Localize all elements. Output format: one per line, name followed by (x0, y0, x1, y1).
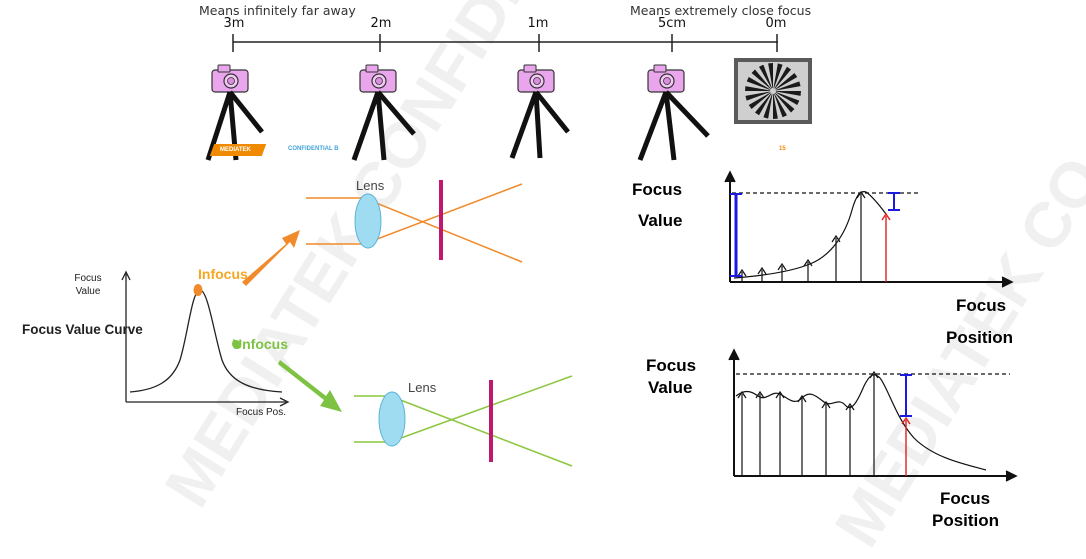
graph-top-x-label-1: Focus (956, 296, 1007, 315)
lens-label-top: Lens (356, 178, 385, 193)
tick-label-3m: 3m (223, 16, 245, 31)
star-ray (773, 91, 787, 118)
orange-arrow (242, 230, 300, 286)
star-ray (773, 63, 783, 91)
graph-bottom-x-label-2: Position (932, 511, 1000, 530)
tick-label-1m: 1m (527, 16, 549, 31)
mediatek-logo: MEDIATEK (209, 144, 267, 156)
sample-arrows (737, 190, 866, 282)
focus-value-curve-title: Focus Value Curve (22, 322, 143, 337)
star-ray (773, 81, 801, 91)
unfocus-label: Unfocus (232, 336, 288, 352)
star-ray (773, 91, 801, 96)
curve-y-label: Focus Value (74, 273, 102, 297)
sample-arrows (737, 370, 879, 476)
lens-shape (378, 391, 406, 447)
lens-diagram-infocus (306, 180, 523, 263)
focus-graph-bottom (728, 348, 1018, 482)
lens-label-bottom: Lens (408, 380, 437, 395)
distance-scale (232, 34, 778, 52)
star-ray (773, 73, 798, 91)
star-ray (773, 66, 791, 91)
infocus-label: Infocus (198, 266, 248, 282)
infocus-dot (193, 284, 203, 296)
camera-tripod-icon (637, 64, 710, 161)
green-arrow (278, 360, 342, 412)
caption-close: Means extremely close focus (630, 3, 812, 18)
star-ray (773, 91, 778, 119)
graph-bottom-x-label-1: Focus (940, 489, 991, 508)
confidential-label: CONFIDENTIAL B (288, 146, 339, 152)
star-ray (748, 91, 773, 109)
star-ray (768, 63, 773, 91)
star-ray (773, 91, 795, 113)
unfocus-dot (232, 340, 240, 348)
star-ray (759, 64, 773, 91)
lens-shape (354, 193, 382, 249)
graph-bottom-y-label-2: Value (648, 378, 693, 397)
graph-top-x-label-2: Position (946, 328, 1014, 347)
tick-label-0m: 0m (765, 16, 787, 31)
pointer-arrows (242, 230, 342, 412)
camera-tripod-icon (351, 64, 416, 161)
lens-diagram-unfocus (354, 375, 573, 467)
star-ray (755, 91, 773, 116)
curve-x-label: Focus Pos. (236, 407, 287, 418)
tick-label-5cm: 5cm (657, 16, 687, 31)
star-ray (746, 77, 773, 91)
graph-bottom-y-label-1: Focus (646, 356, 697, 375)
camera-tripod-icon (509, 64, 570, 159)
star-ray (773, 91, 800, 105)
star-ray (745, 86, 773, 91)
star-ray (763, 91, 773, 119)
page-number: 15 (779, 146, 786, 152)
focus-test-chart-icon (734, 58, 812, 124)
caption-far: Means infinitely far away (199, 3, 356, 18)
sensor-bar (439, 180, 443, 260)
tick-label-2m: 2m (370, 16, 392, 31)
star-ray (745, 91, 773, 101)
sensor-bar (489, 380, 493, 462)
graph-top-y-label-2: Value (638, 211, 683, 230)
fv-curve-noisy (735, 374, 987, 471)
focus-value-curve (121, 270, 290, 407)
star-ray (751, 69, 773, 91)
graph-top-y-label-1: Focus (632, 180, 683, 199)
fv-curve (733, 191, 887, 279)
focus-graph-top (724, 170, 1014, 288)
